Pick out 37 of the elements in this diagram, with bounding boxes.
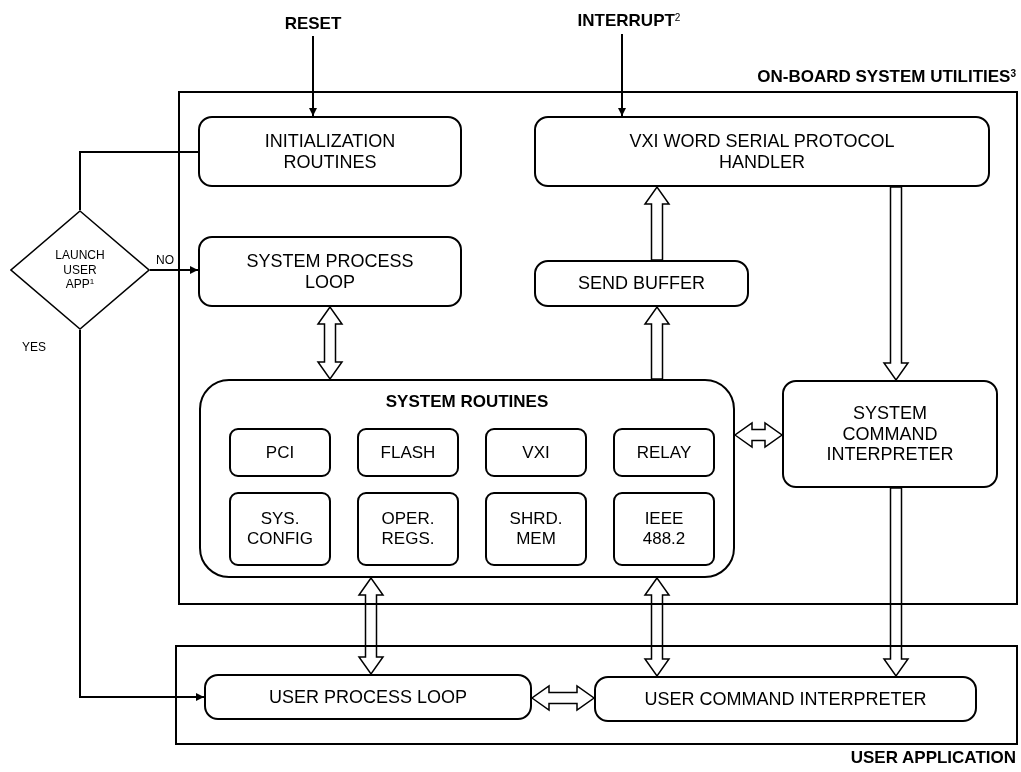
block-arrow <box>316 305 344 381</box>
process-box: SYS. CONFIG <box>229 492 331 566</box>
process-box: INITIALIZATION ROUTINES <box>198 116 462 187</box>
arrow <box>618 33 626 117</box>
signal-label: INTERRUPT$^{2}$ <box>577 11 681 29</box>
process-box: USER PROCESS LOOP <box>204 674 532 720</box>
process-box: SEND BUFFER <box>534 260 749 307</box>
group-heading: SYSTEM ROUTINES <box>384 391 550 413</box>
arrow <box>309 35 317 117</box>
signal-label: RESET <box>284 14 342 32</box>
edge-label: NO <box>156 254 174 266</box>
edge-label: YES <box>22 341 46 353</box>
block-arrow <box>733 421 784 449</box>
block-arrow <box>643 576 671 678</box>
process-box: SHRD. MEM <box>485 492 587 566</box>
group-heading: USER APPLICATION <box>850 747 1016 769</box>
process-box: SYSTEM PROCESS LOOP <box>198 236 462 307</box>
block-arrow <box>882 186 910 382</box>
process-box: VXI <box>485 428 587 477</box>
block-arrow <box>643 305 671 380</box>
process-box: RELAY <box>613 428 715 477</box>
arrow <box>79 329 205 701</box>
process-box: OPER. REGS. <box>357 492 459 566</box>
process-box: USER COMMAND INTERPRETER <box>594 676 977 722</box>
block-arrow <box>357 576 385 676</box>
decision-text: LAUNCH USER APP$^{1}$ <box>54 248 106 292</box>
block-arrow <box>882 487 910 678</box>
process-box: PCI <box>229 428 331 477</box>
process-box: VXI WORD SERIAL PROTOCOL HANDLER <box>534 116 990 187</box>
process-box: FLASH <box>357 428 459 477</box>
group-heading: ON-BOARD SYSTEM UTILITIES$^{3}$ <box>757 65 1016 87</box>
process-box: IEEE 488.2 <box>613 492 715 566</box>
arrow <box>149 266 199 274</box>
block-arrow <box>530 684 596 712</box>
process-box: SYSTEM COMMAND INTERPRETER <box>782 380 998 488</box>
block-arrow <box>643 185 671 261</box>
group-box <box>199 379 735 578</box>
